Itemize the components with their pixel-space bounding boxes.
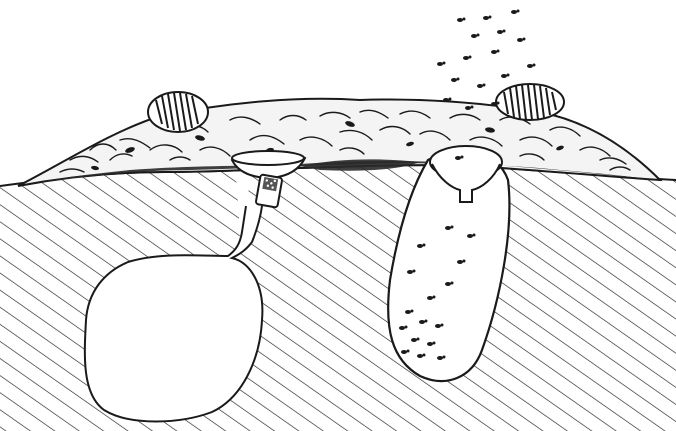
specimen-vial (256, 174, 283, 207)
stone-right (496, 84, 564, 120)
stone-left (148, 92, 208, 132)
